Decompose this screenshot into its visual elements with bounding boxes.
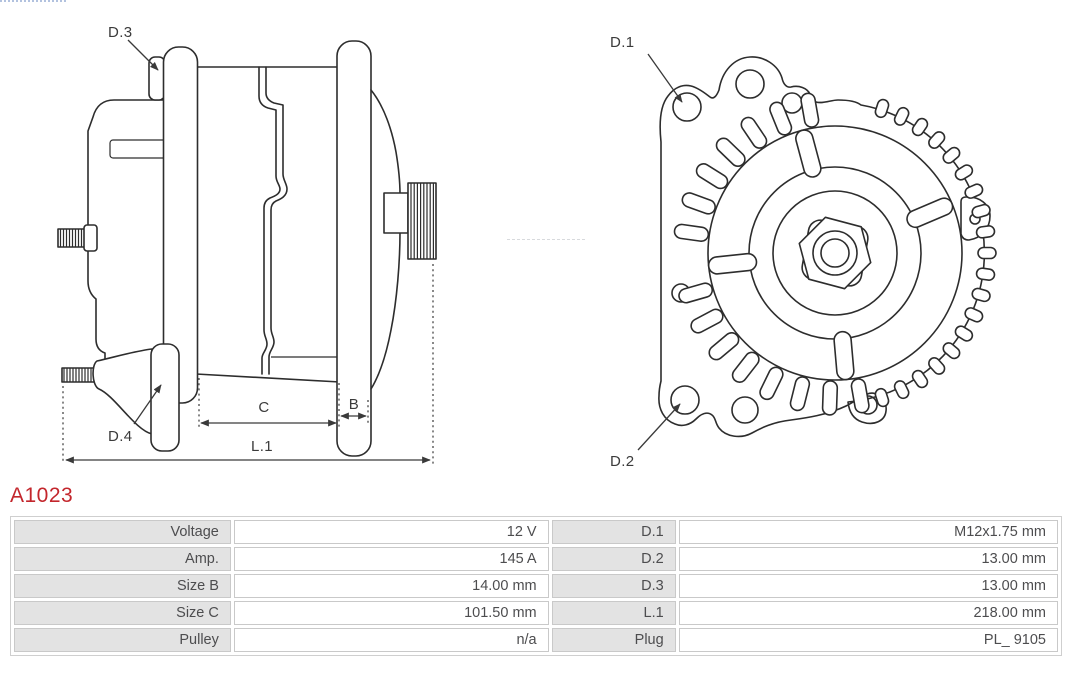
bottom-stud-thread [63, 368, 95, 382]
spec-label-d2: D.2 [551, 547, 676, 571]
d4-boss [92, 348, 153, 435]
upper-mounting-hole [735, 69, 765, 99]
table-row: Voltage 12 V D.1 M12x1.75 mm [14, 520, 1058, 544]
lower-mounting-hole [731, 396, 759, 424]
spec-label-size-c: Size C [14, 601, 231, 625]
front-view-drawing: D.1 D.2 [610, 34, 997, 470]
d1-mounting-hole [672, 92, 702, 122]
table-row: Size B 14.00 mm D.3 13.00 mm [14, 574, 1058, 598]
spec-label-d1: D.1 [551, 520, 676, 544]
d4-hole-tab [150, 343, 180, 452]
table-row: Pulley n/a Plug PL_ 9105 [14, 628, 1058, 652]
housing-seam [258, 66, 281, 375]
table-row: Size C 101.50 mm L.1 218.00 mm [14, 601, 1058, 625]
front-mounting-ear [336, 40, 372, 457]
technical-drawings: D.3 D.4 C B L.1 [57, 24, 997, 470]
page-edge-artifact [0, 0, 66, 3]
spec-label-d3: D.3 [551, 574, 676, 598]
dim-label-d3: D.3 [108, 24, 133, 41]
spec-value-d1: M12x1.75 mm [678, 520, 1058, 544]
dim-label-d4: D.4 [108, 428, 133, 445]
spec-label-voltage: Voltage [14, 520, 231, 544]
d2-mounting-hole [670, 385, 700, 415]
spec-label-l1: L.1 [551, 601, 676, 625]
spec-value-d2: 13.00 mm [678, 547, 1058, 571]
spec-value-voltage: 12 V [233, 520, 549, 544]
dim-label-d2: D.2 [610, 453, 635, 470]
spec-label-plug: Plug [551, 628, 676, 652]
dim-label-c: C [258, 399, 269, 416]
spec-value-amp: 145 A [233, 547, 549, 571]
spec-value-pulley: n/a [233, 628, 549, 652]
dim-label-b: B [349, 396, 359, 413]
dim-label-d1: D.1 [610, 34, 635, 51]
spec-value-size-b: 14.00 mm [233, 574, 549, 598]
dimension-lines [62, 39, 434, 464]
spec-value-size-c: 101.50 mm [233, 601, 549, 625]
spec-label-amp: Amp. [14, 547, 231, 571]
shaft-threaded-end [407, 182, 437, 260]
shaft-nut [798, 216, 872, 290]
vent-slots [673, 92, 870, 416]
watermark-artifact [507, 239, 585, 241]
rear-mounting-ear [162, 46, 199, 404]
front-housing-profile [370, 89, 401, 195]
dim-label-l1: L.1 [251, 438, 273, 455]
stator-body [195, 66, 341, 383]
fan-spokes [707, 129, 954, 381]
spec-value-d3: 13.00 mm [678, 574, 1058, 598]
part-number-heading: A1023 [10, 484, 74, 507]
spec-label-pulley: Pulley [14, 628, 231, 652]
terminal-stud-thread [59, 229, 86, 247]
spec-value-plug: PL_ 9105 [678, 628, 1058, 652]
spec-label-size-b: Size B [14, 574, 231, 598]
side-view-drawing: D.3 D.4 C B L.1 [57, 24, 437, 464]
shaft-collar [383, 192, 409, 234]
spec-value-l1: 218.00 mm [678, 601, 1058, 625]
table-row: Amp. 145 A D.2 13.00 mm [14, 547, 1058, 571]
spec-table: Voltage 12 V D.1 M12x1.75 mm Amp. 145 A … [10, 516, 1062, 656]
